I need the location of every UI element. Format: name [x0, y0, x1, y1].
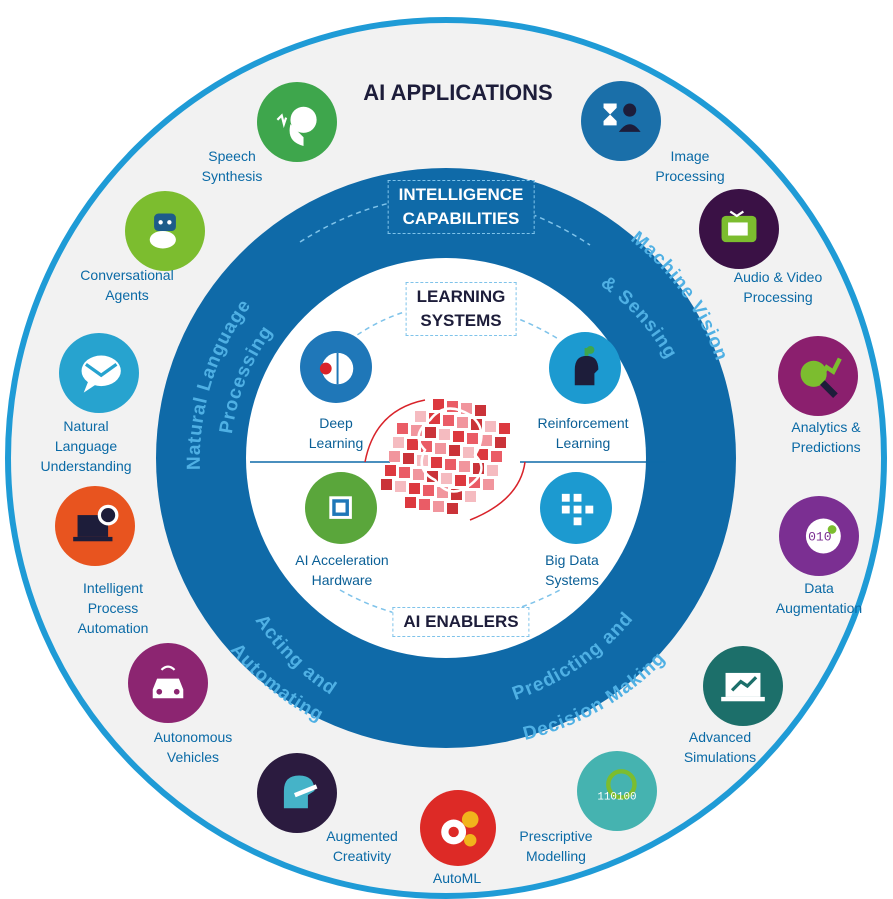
- brain-tile: [453, 431, 464, 442]
- brain-tile: [447, 401, 458, 412]
- brain-tile: [395, 481, 406, 492]
- brain-tile: [441, 473, 452, 484]
- gears-icon: [420, 790, 496, 866]
- brain-tile: [385, 465, 396, 476]
- application-label: AutoML: [432, 870, 482, 886]
- brain-tile: [449, 445, 460, 456]
- application-label: Analytics & Predictions: [791, 419, 861, 455]
- brain-tile: [427, 471, 438, 482]
- brain-tile: [483, 479, 494, 490]
- application-label: Conversational Agents: [80, 267, 174, 303]
- hourglass-person-icon: [581, 81, 661, 161]
- brain-tile: [429, 413, 440, 424]
- brain-tile: [481, 435, 492, 446]
- head-brush-icon: [257, 753, 337, 833]
- brain-tile: [475, 405, 486, 416]
- brain-tile: [467, 433, 478, 444]
- brain-tile: [459, 461, 470, 472]
- brain-tile: [389, 451, 400, 462]
- brain-tile: [445, 459, 456, 470]
- brain-tile: [405, 497, 416, 508]
- application-label: Augmented Creativity: [326, 828, 398, 864]
- brain-tile: [431, 457, 442, 468]
- speech-bubble-icon: [59, 333, 139, 413]
- application-label: Speech Synthesis: [201, 148, 263, 184]
- car-wifi-icon: [128, 643, 208, 723]
- brain-tile: [421, 441, 432, 452]
- brain-tile: [425, 427, 436, 438]
- application-label: Image Processing: [655, 148, 725, 184]
- brain-tile: [499, 423, 510, 434]
- title: AI APPLICATIONS: [363, 80, 553, 105]
- brain-tile: [407, 439, 418, 450]
- robot-chat-icon: [125, 191, 205, 271]
- brain-tile: [491, 451, 502, 462]
- brain-tile: [485, 421, 496, 432]
- dashed-connector: [339, 589, 561, 621]
- ai-enablers-header: AI ENABLERS: [392, 607, 530, 637]
- application-label: Autonomous Vehicles: [153, 729, 233, 765]
- intelligence-capabilities-header: INTELLIGENCE CAPABILITIES: [387, 180, 535, 234]
- brain-tile: [435, 443, 446, 454]
- brain-tile: [439, 429, 450, 440]
- retro-tv-icon: [699, 189, 779, 269]
- inner-item-label: Reinforcement Learning: [537, 415, 629, 451]
- brain-tile: [423, 485, 434, 496]
- brain-tile: [399, 467, 410, 478]
- center-arc: [469, 461, 526, 521]
- brain-tile: [433, 501, 444, 512]
- binary-magnifier-icon: 110100: [577, 751, 657, 831]
- brain-tile: [437, 487, 448, 498]
- brain-tile: [393, 437, 404, 448]
- brain-tile: [457, 417, 468, 428]
- brain-tile: [381, 479, 392, 490]
- brain-tile: [473, 463, 484, 474]
- brain-tile: [471, 419, 482, 430]
- brain-tile: [487, 465, 498, 476]
- data-blocks-icon: [540, 472, 612, 544]
- speech-head-icon: [257, 82, 337, 162]
- application-label: Audio & Video Processing: [733, 269, 823, 305]
- brain-tile: [397, 423, 408, 434]
- brain-outline: [417, 407, 483, 493]
- learning-systems-header: LEARNING SYSTEMS: [405, 282, 517, 336]
- brain-tile: [461, 403, 472, 414]
- brain-tile: [409, 483, 420, 494]
- application-label: Natural Language Understanding: [40, 418, 132, 474]
- brain-tile: [403, 453, 414, 464]
- brain-tile: [451, 489, 462, 500]
- brain-tile: [415, 411, 426, 422]
- inner-item-label: Deep Learning: [308, 415, 364, 451]
- brain-tile: [443, 415, 454, 426]
- binary-head-icon: 010: [779, 496, 859, 576]
- center-arc: [364, 399, 426, 463]
- neural-brain-icon: [381, 399, 510, 514]
- application-label: Intelligent Process Automation: [77, 580, 149, 636]
- svg-text:010: 010: [808, 529, 832, 544]
- brain-tile: [465, 491, 476, 502]
- brain-tile: [477, 449, 488, 460]
- laptop-chart-icon: [703, 646, 783, 726]
- inner-item-label: AI Acceleration Hardware: [295, 552, 389, 588]
- magnifier-chart-icon: [778, 336, 858, 416]
- brain-gear-icon: [300, 331, 372, 403]
- brain-tile: [447, 503, 458, 514]
- brain-tile: [455, 475, 466, 486]
- brain-tile: [495, 437, 506, 448]
- brain-tile: [413, 469, 424, 480]
- application-label: Data Augmentation: [775, 580, 863, 616]
- application-label: Advanced Simulations: [683, 729, 757, 765]
- laptop-gear-icon: [55, 486, 135, 566]
- chip-icon: [305, 472, 377, 544]
- brain-tile: [411, 425, 422, 436]
- application-label: Prescriptive Modelling: [519, 828, 593, 864]
- svg-text:110100: 110100: [597, 792, 636, 804]
- brain-tile: [419, 499, 430, 510]
- head-plant-icon: [549, 332, 621, 404]
- brain-tile: [463, 447, 474, 458]
- inner-item-label: Big Data Systems: [545, 552, 599, 588]
- brain-tile: [433, 399, 444, 410]
